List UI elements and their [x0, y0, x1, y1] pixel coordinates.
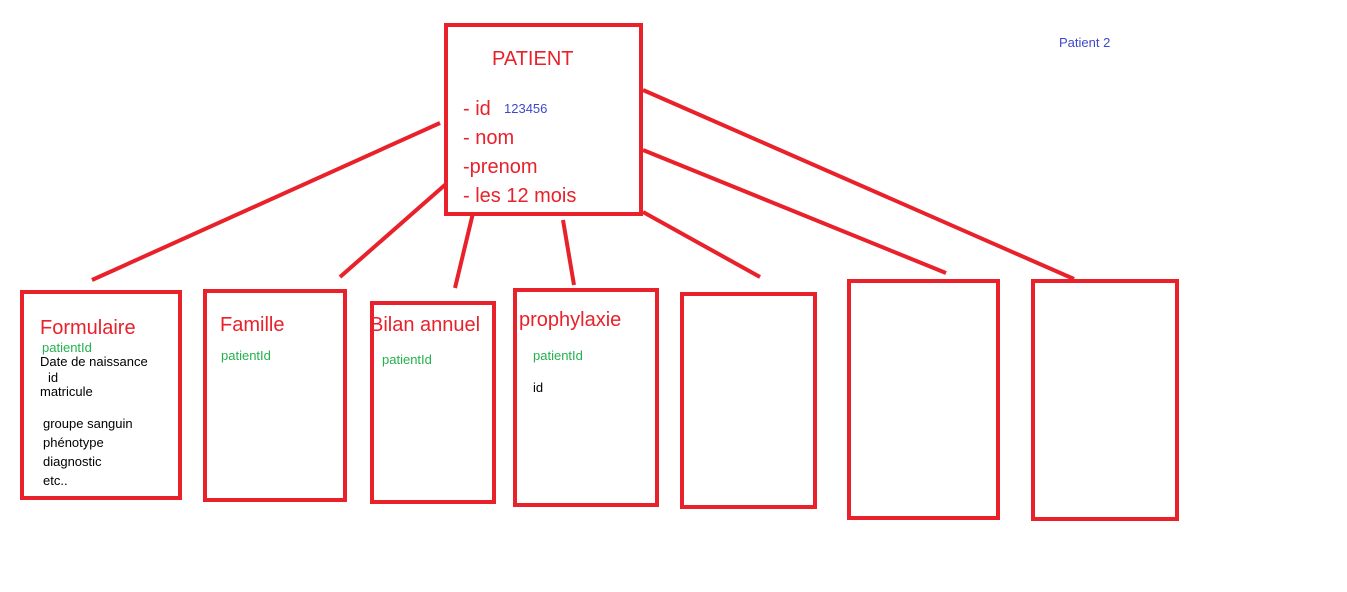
- formulaire-field: phénotype: [43, 435, 104, 450]
- connector-prophylaxie: [561, 219, 576, 286]
- famille-fk: patientId: [221, 348, 271, 363]
- patient-prenom-label: -prenom: [463, 156, 538, 178]
- bilan-box: [370, 301, 496, 504]
- famille-box: [203, 289, 347, 502]
- formulaire-field: diagnostic: [43, 454, 102, 469]
- connector-box-7: [642, 88, 1075, 281]
- empty-box-7: [1031, 279, 1179, 521]
- formulaire-field: groupe sanguin: [43, 416, 133, 431]
- connector-box-5: [642, 210, 761, 279]
- formulaire-field: matricule: [40, 384, 93, 399]
- formulaire-field: id: [48, 370, 59, 385]
- bilan-title: Bilan annuel: [370, 314, 481, 336]
- connector-bilan: [453, 212, 475, 289]
- patient-2-note: Patient 2: [1059, 35, 1111, 50]
- prophylaxie-box: [513, 288, 659, 507]
- formulaire-box: [20, 290, 182, 500]
- prophylaxie-field: id: [533, 380, 544, 395]
- formulaire-field: Date de naissance: [40, 354, 148, 369]
- empty-box-6: [847, 279, 1000, 520]
- prophylaxie-fk: patientId: [533, 348, 583, 363]
- patient-id-value: 123456: [504, 101, 548, 116]
- formulaire-field: etc..: [43, 473, 68, 488]
- formulaire-fk: patientId: [42, 340, 92, 355]
- empty-box-5: [680, 292, 817, 509]
- patient-nom-label: - nom: [463, 127, 515, 149]
- connector-formulaire: [91, 121, 441, 282]
- formulaire-title: Formulaire: [40, 317, 136, 339]
- patient-title: PATIENT: [492, 48, 574, 70]
- connector-famille: [338, 182, 448, 279]
- patient-box: [444, 23, 643, 216]
- prophylaxie-title: prophylaxie: [519, 309, 622, 331]
- bilan-fk: patientId: [382, 352, 432, 367]
- famille-title: Famille: [220, 314, 285, 336]
- patient-mois-label: - les 12 mois: [463, 185, 577, 207]
- patient-id-label: - id: [463, 98, 491, 120]
- connector-box-6: [642, 148, 947, 275]
